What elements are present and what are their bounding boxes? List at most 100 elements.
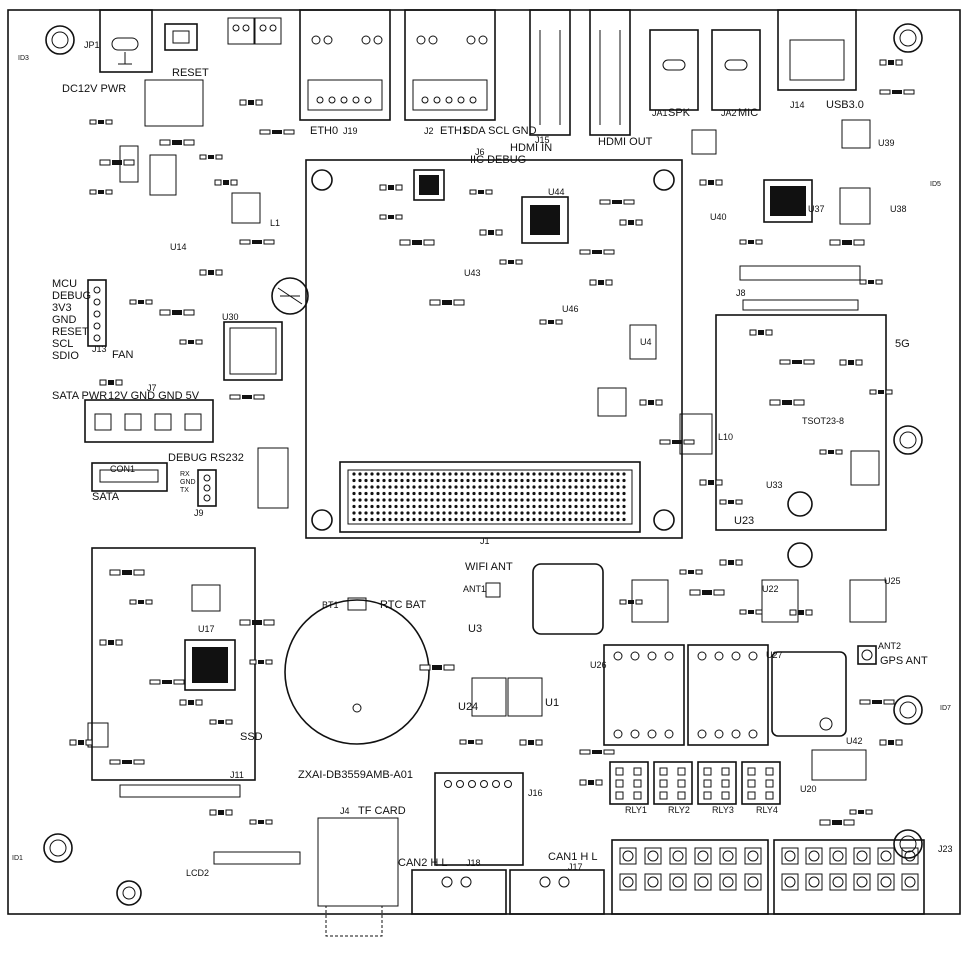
label-rly1: RLY1 (625, 805, 647, 815)
label-j9: J9 (194, 508, 204, 518)
label-ant2: ANT2 (878, 641, 901, 651)
label-gnd2: GND (180, 479, 196, 486)
label-ja2: JA2 (721, 108, 737, 118)
label-id5: ID5 (930, 181, 941, 188)
label-j13: J13 (92, 344, 107, 354)
label-j14: J14 (790, 100, 805, 110)
label-j6: J6 (475, 147, 485, 157)
label-con1: CON1 (110, 464, 135, 474)
label-l1: L1 (270, 218, 280, 228)
label-lcd2: LCD2 (186, 868, 209, 878)
rtc-battery (284, 597, 430, 745)
label-u25: U25 (884, 576, 901, 586)
label-board-id: ZXAI-DB3559AMB-A01 (298, 769, 413, 781)
label-j4: J4 (340, 806, 350, 816)
reset-button-footprint (164, 23, 198, 51)
hdmi-in-connector (529, 9, 571, 136)
dc-jack (99, 9, 153, 73)
u44-chip (521, 196, 569, 244)
label-l10: L10 (718, 432, 733, 442)
label-rly4: RLY4 (756, 805, 778, 815)
u26-relay-driver (603, 644, 685, 746)
label-iic-debug: IIC DEBUG (470, 154, 526, 166)
label-rtc-bat: RTC BAT (380, 599, 426, 611)
label-u40: U40 (710, 212, 727, 222)
5g-module (715, 314, 887, 531)
hdmi-out-connector (589, 9, 631, 136)
label-u42: U42 (846, 736, 863, 746)
label-can1: CAN1 H L (548, 851, 598, 863)
label-u37: U37 (808, 204, 825, 214)
label-ja1: JA1 (652, 108, 668, 118)
label-bt1: BT1 (322, 600, 339, 610)
can1-connector (509, 869, 605, 915)
label-mic: MIC (738, 107, 758, 119)
sata-connector (91, 462, 168, 492)
label-rly2: RLY2 (668, 805, 690, 815)
can2-connector (411, 869, 507, 915)
label-tx: TX (180, 487, 189, 494)
label-u46: U46 (562, 304, 579, 314)
sata-pwr-connector (84, 399, 214, 443)
label-reset-pin: RESET (52, 326, 89, 338)
label-id7: ID7 (940, 705, 951, 712)
eth0-jack (299, 9, 391, 121)
label-rly3: RLY3 (712, 805, 734, 815)
label-j1: J1 (480, 536, 490, 546)
label-u22: U22 (762, 584, 779, 594)
label-j19: J19 (343, 126, 358, 136)
label-u39: U39 (878, 138, 895, 148)
label-gnd: GND (52, 314, 77, 326)
label-u30: U30 (222, 312, 239, 322)
label-usb3: USB3.0 (826, 99, 864, 111)
label-debug: DEBUG (52, 290, 91, 302)
label-u33: U33 (766, 480, 783, 490)
label-sdio: SDIO (52, 350, 79, 362)
label-u1: U1 (545, 697, 559, 709)
label-j18: J18 (466, 858, 481, 868)
label-debug-rs232: DEBUG RS232 (168, 452, 244, 464)
gps-module (771, 651, 847, 737)
component-footprints (69, 59, 915, 826)
label-j7: J7 (147, 383, 157, 393)
label-j23: J23 (938, 844, 953, 854)
usb3-connector (777, 9, 857, 91)
label-scl: SCL (52, 338, 73, 350)
label-sata-pwr-pins: 12V GND GND 5V (108, 390, 200, 402)
label-spk: SPK (668, 107, 691, 119)
label-sata-pwr: SATA PWR (52, 390, 107, 402)
label-jp1: JP1 (84, 40, 100, 50)
label-mcu: MCU (52, 278, 77, 290)
som-module (305, 159, 683, 539)
ssd-slot (91, 547, 256, 781)
label-u3: U3 (468, 623, 482, 635)
label-can2: CAN2 H L (398, 857, 448, 869)
u27-relay-driver (687, 644, 769, 746)
label-reset: RESET (172, 67, 209, 79)
label-u38: U38 (890, 204, 907, 214)
relays (609, 761, 781, 805)
label-sata: SATA (92, 491, 120, 503)
label-u44: U44 (548, 187, 565, 197)
label-id3: ID3 (18, 55, 29, 62)
b2b-connector-pins (352, 472, 626, 522)
j23-terminal (773, 839, 925, 915)
label-id1: ID1 (12, 855, 23, 862)
label-u26: U26 (590, 660, 607, 670)
label-u23: U23 (734, 515, 754, 527)
label-gps-ant: GPS ANT (880, 655, 928, 667)
label-j17: J17 (568, 862, 583, 872)
label-ant1: ANT1 (463, 584, 486, 594)
label-j11: J11 (230, 770, 244, 780)
label-3v3: 3V3 (52, 302, 72, 314)
label-u24: U24 (458, 701, 478, 713)
silkscreen-labels: DC12V PWR JP1 RESET ETH0 J19 J2 ETH1 HDM… (12, 40, 953, 878)
label-j2: J2 (424, 126, 434, 136)
mic-jack (711, 29, 761, 111)
eth1-jack (404, 9, 496, 121)
label-u4: U4 (640, 337, 652, 347)
mounting-holes (43, 23, 923, 906)
label-u27: U27 (766, 650, 783, 660)
label-wifi-ant: WIFI ANT (465, 561, 513, 573)
